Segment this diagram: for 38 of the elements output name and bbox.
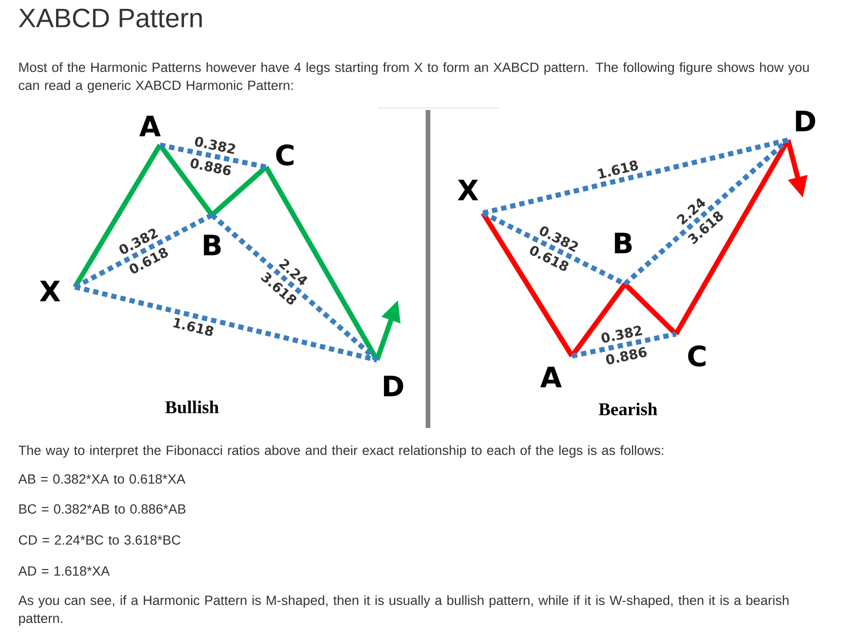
point-letter: C	[276, 144, 294, 166]
paragraph: AB = 0.382*XA to 0.618*XA	[18, 474, 186, 484]
ratio-label: 0.382	[602, 326, 642, 343]
price-leg-line	[72, 144, 162, 288]
dotted-line	[571, 332, 677, 358]
price-leg-line	[480, 212, 574, 358]
dotted-line	[623, 138, 790, 286]
point-letter: B	[204, 234, 221, 256]
price-leg-line	[623, 282, 678, 336]
point-letter: B	[614, 232, 632, 254]
point-letter: D	[796, 110, 816, 132]
ratio-label: 1.618	[173, 318, 214, 336]
paragraph: AD = 1.618*XA	[18, 566, 110, 576]
point-letter: D	[384, 376, 404, 396]
caption: Bearish	[598, 402, 658, 416]
point-letter: X	[40, 280, 60, 302]
caption: Bullish	[165, 400, 219, 414]
point-letter: C	[688, 345, 706, 367]
ratio-label: 0.886	[190, 158, 232, 176]
dotted-line	[74, 284, 378, 362]
dotted-line	[210, 213, 379, 362]
point-letter: X	[458, 180, 478, 200]
price-leg-line	[570, 282, 628, 358]
point-letter: A	[540, 366, 562, 388]
point-letter: A	[139, 116, 161, 136]
title: XABCD Pattern	[18, 8, 202, 28]
dotted-line	[74, 212, 214, 290]
ratio-label: 0.886	[606, 347, 647, 364]
paragraph: BC = 0.382*AB to 0.886*AB	[19, 504, 186, 514]
dotted-line	[160, 142, 267, 170]
paragraph: Most of the Harmonic Patterns however have 4 legs starting from X to form an XABCD pattern. The following figure shows how you can read a generic XABCD Harmonic Pattern:	[18, 62, 809, 93]
paragraph: The way to interpret the Fibonacci ratios above and their exact relationship to each of the legs is as follows:	[18, 445, 664, 458]
ratio-label: 0.382	[195, 136, 236, 154]
dotted-line	[482, 138, 789, 216]
paragraph: CD = 2.24*BC to 3.618*BC	[18, 535, 180, 545]
price-leg-line	[158, 144, 214, 217]
paragraph: As you can see, if a Harmonic Pattern is M-shaped, then it is usually a bullish pattern, while if it is W-shaped, then it is a bearish pattern.	[18, 595, 788, 626]
ratio-label: 1.618	[598, 160, 638, 179]
